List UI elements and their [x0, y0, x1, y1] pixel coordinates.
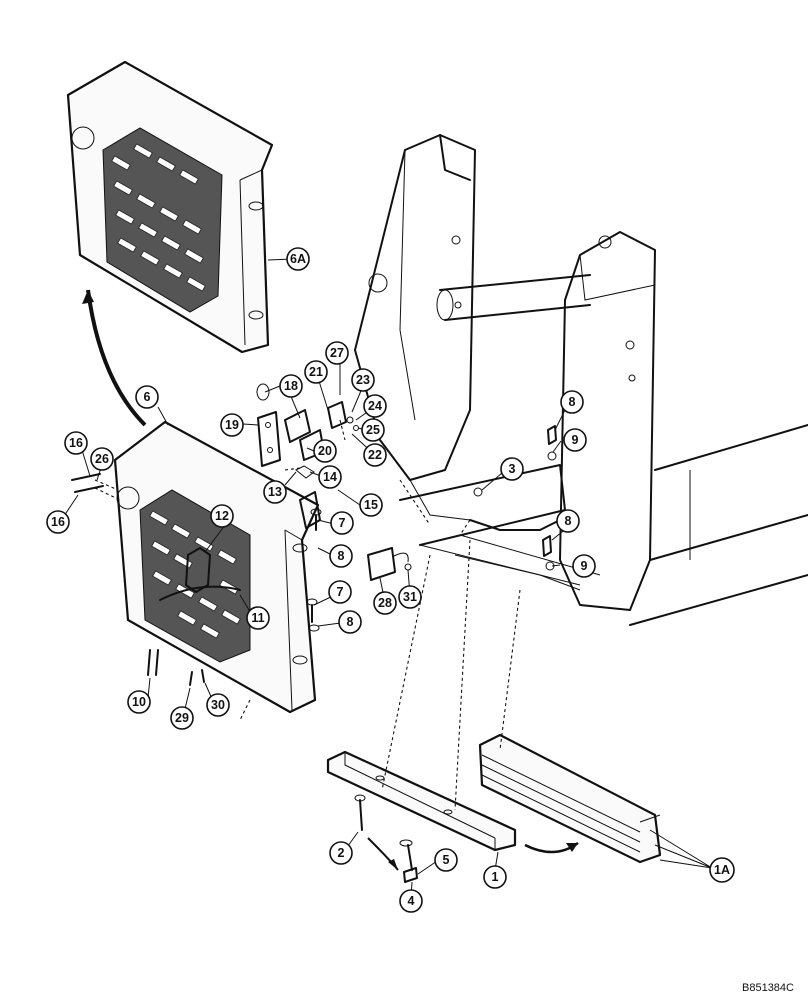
svg-text:13: 13	[268, 485, 282, 499]
front-panel-6	[113, 420, 320, 714]
svg-text:18: 18	[284, 379, 298, 393]
callout-8c: 8	[329, 544, 353, 568]
svg-text:6: 6	[144, 390, 151, 404]
lower-grille	[139, 489, 251, 663]
callout-16a: 16	[64, 431, 88, 455]
callout-16b: 16	[46, 510, 70, 534]
svg-text:15: 15	[364, 498, 378, 512]
svg-text:8: 8	[565, 514, 572, 528]
callout-7b: 7	[328, 580, 352, 604]
svg-text:31: 31	[403, 590, 417, 604]
callout-14: 14	[318, 465, 342, 489]
svg-text:29: 29	[175, 711, 189, 725]
svg-text:28: 28	[378, 596, 392, 610]
svg-text:26: 26	[95, 452, 109, 466]
callout-27: 27	[325, 341, 349, 365]
svg-text:8: 8	[338, 549, 345, 563]
svg-text:24: 24	[368, 399, 382, 413]
svg-text:16: 16	[69, 436, 83, 450]
callout-31: 31	[398, 585, 422, 609]
callout-5: 5	[434, 848, 458, 872]
callout-23: 23	[351, 368, 375, 392]
callout-25: 25	[361, 418, 385, 442]
svg-text:7: 7	[337, 585, 344, 599]
callout-30: 30	[206, 693, 230, 717]
callout-15: 15	[359, 493, 383, 517]
callout-1: 1	[483, 865, 507, 889]
svg-text:5: 5	[443, 853, 450, 867]
callout-10: 10	[127, 690, 151, 714]
callout-9b: 9	[572, 554, 596, 578]
svg-text:1A: 1A	[714, 863, 730, 877]
callout-9a: 9	[563, 428, 587, 452]
svg-text:1: 1	[492, 870, 499, 884]
callout-2: 2	[329, 841, 353, 865]
callout-13: 13	[263, 480, 287, 504]
callout-1a: 1A	[709, 857, 735, 883]
callout-12: 12	[210, 504, 234, 528]
shim-parts	[326, 733, 662, 883]
loader-frame	[354, 134, 808, 626]
upper-grille	[102, 127, 223, 313]
callout-21: 21	[304, 360, 328, 384]
callout-22: 22	[363, 443, 387, 467]
svg-text:30: 30	[211, 698, 225, 712]
svg-text:10: 10	[132, 695, 146, 709]
svg-text:27: 27	[330, 346, 344, 360]
svg-text:19: 19	[225, 418, 239, 432]
drawing-code: B851384C	[742, 982, 794, 994]
svg-text:12: 12	[215, 509, 229, 523]
callout-8d: 8	[338, 610, 362, 634]
svg-text:8: 8	[347, 615, 354, 629]
svg-text:7: 7	[339, 516, 346, 530]
svg-text:2: 2	[338, 846, 345, 860]
rear-panel-6a	[66, 60, 274, 354]
callout-6a: 6A	[286, 247, 310, 271]
svg-text:9: 9	[581, 559, 588, 573]
callout-4: 4	[399, 889, 423, 913]
svg-text:8: 8	[569, 395, 576, 409]
svg-text:6A: 6A	[290, 252, 306, 266]
svg-text:21: 21	[309, 365, 323, 379]
callout-8b: 8	[556, 509, 580, 533]
svg-text:25: 25	[366, 423, 380, 437]
replacement-arrow	[86, 289, 147, 427]
svg-text:16: 16	[51, 515, 65, 529]
callout-28: 28	[373, 591, 397, 615]
callout-18: 18	[279, 374, 303, 398]
callout-7a: 7	[330, 511, 354, 535]
svg-text:22: 22	[368, 448, 382, 462]
callout-11: 11	[246, 606, 270, 630]
leader-lines	[94, 419, 521, 811]
svg-text:11: 11	[251, 611, 264, 625]
callout-3: 3	[500, 457, 524, 481]
callout-24: 24	[363, 394, 387, 418]
svg-text:23: 23	[356, 373, 370, 387]
callout-6: 6	[135, 385, 159, 409]
svg-text:20: 20	[318, 444, 332, 458]
callout-29: 29	[170, 706, 194, 730]
callout-20: 20	[313, 439, 337, 463]
callout-26: 26	[90, 447, 114, 471]
svg-text:3: 3	[509, 462, 516, 476]
callout-8a: 8	[560, 390, 584, 414]
callout-19: 19	[220, 413, 244, 437]
svg-text:14: 14	[323, 470, 337, 484]
svg-text:9: 9	[572, 433, 579, 447]
svg-text:4: 4	[408, 894, 415, 908]
